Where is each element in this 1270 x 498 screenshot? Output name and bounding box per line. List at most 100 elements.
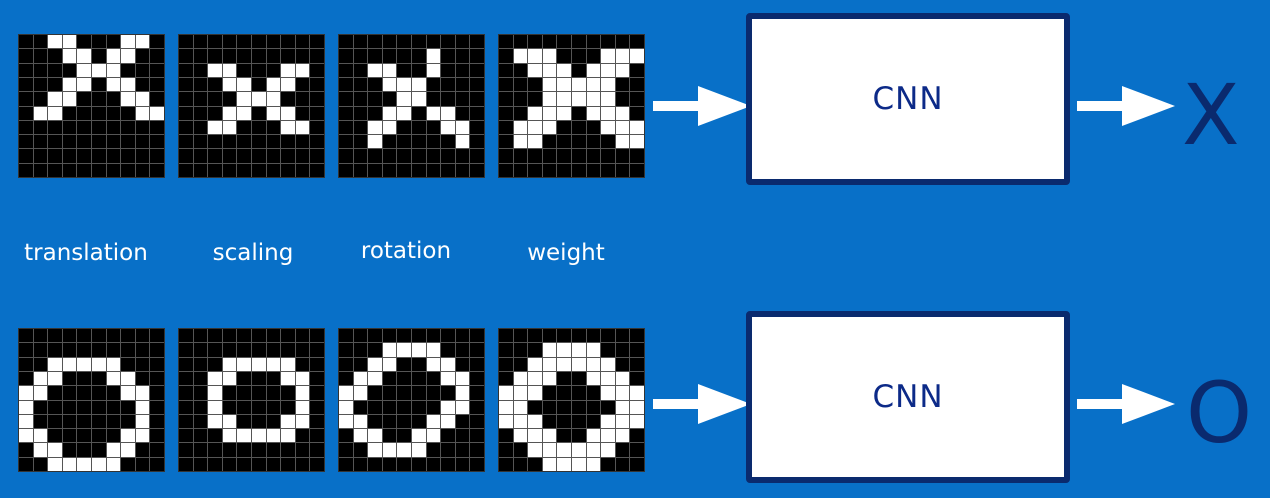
pixel-cell [77,149,91,163]
pixel-cell [237,400,251,414]
pixel-cell [222,106,237,120]
pixel-cell [237,429,251,443]
pixel-cell [601,429,615,443]
pixel-cell [557,149,571,163]
pixel-cell [353,371,368,386]
pixel-cell [19,120,33,135]
pixel-cell [92,343,106,357]
pixel-cell [382,149,397,163]
pixel-cell [179,49,193,63]
pixel-cell [135,457,150,471]
pixel-cell [150,135,164,149]
pixel-cell [586,35,601,49]
pixel-cell [92,400,106,414]
pixel-cell [513,135,528,149]
pixel-cell [368,35,382,49]
pixel-cell [441,343,455,357]
pixel-cell [19,343,33,357]
pixel-cell [281,163,295,177]
pixel-cell [470,63,484,77]
pixel-cell [310,149,324,163]
pixel-cell [615,443,630,457]
pixel-cell [601,92,615,106]
pixel-cell [237,414,251,429]
pixel-cell [339,371,353,386]
pixel-cell [542,63,557,77]
pixel-cell [528,49,542,63]
pixel-cell [615,343,630,357]
pixel-cell [528,386,542,400]
pixel-cell [542,429,557,443]
pixel-cell [92,443,106,457]
pixel-cell [281,92,295,106]
pixel-cell [382,443,397,457]
pixel-cell [353,414,368,429]
pixel-cell [441,135,455,149]
pixel-cell [557,35,571,49]
label-translation: translation [24,240,148,266]
pixel-cell [441,371,455,386]
pixel-cell [222,343,237,357]
pixel-cell [412,163,426,177]
pixel-cell [33,135,48,149]
pixel-cell [412,77,426,92]
pixel-cell [572,443,586,457]
pixel-cell [121,77,135,92]
pixel-cell [48,106,62,120]
pixel-cell [601,457,615,471]
pixel-cell [630,414,644,429]
pixel-cell [368,163,382,177]
pixel-cell [630,329,644,343]
pixel-cell [150,106,164,120]
pixel-cell [542,149,557,163]
pixel-cell [193,135,208,149]
pixel-cell [179,163,193,177]
pixel-cell [499,135,513,149]
pixel-cell [121,106,135,120]
pixel-cell [426,414,441,429]
pixel-cell [499,386,513,400]
pixel-cell [368,429,382,443]
pixel-cell [237,49,251,63]
pixel-cell [382,163,397,177]
pixel-cell [295,77,310,92]
pixel-cell [77,77,91,92]
pixel-cell [106,429,121,443]
pixel-cell [33,120,48,135]
pixel-cell [281,429,295,443]
pixel-cell [121,357,135,371]
pixel-cell [412,386,426,400]
pixel-cell [382,357,397,371]
pixel-cell [92,106,106,120]
pixel-cell [252,35,266,49]
pixel-cell [441,329,455,343]
pixel-cell [252,400,266,414]
pixel-cell [222,400,237,414]
pixel-cell [615,35,630,49]
pixel-cell [77,106,91,120]
pixel-cell [295,149,310,163]
pixel-cell [557,429,571,443]
pixel-cell [310,49,324,63]
pixel-cell [557,343,571,357]
pixel-cell [106,443,121,457]
pixel-cell [499,429,513,443]
pixel-cell [266,135,281,149]
pixel-cell [339,149,353,163]
pixel-cell [455,149,470,163]
pixel-cell [106,329,121,343]
pixel-cell [397,135,411,149]
pixel-cell [179,120,193,135]
pixel-cell [208,429,222,443]
pixel-cell [208,371,222,386]
pixel-cell [266,106,281,120]
pixel-cell [281,120,295,135]
pixel-cell [222,163,237,177]
pixel-cell [499,329,513,343]
pixel-cell [62,49,77,63]
pixel-cell [222,329,237,343]
pixel-cell [601,400,615,414]
pixel-cell [615,414,630,429]
pixel-cell [208,329,222,343]
pixel-cell [353,400,368,414]
